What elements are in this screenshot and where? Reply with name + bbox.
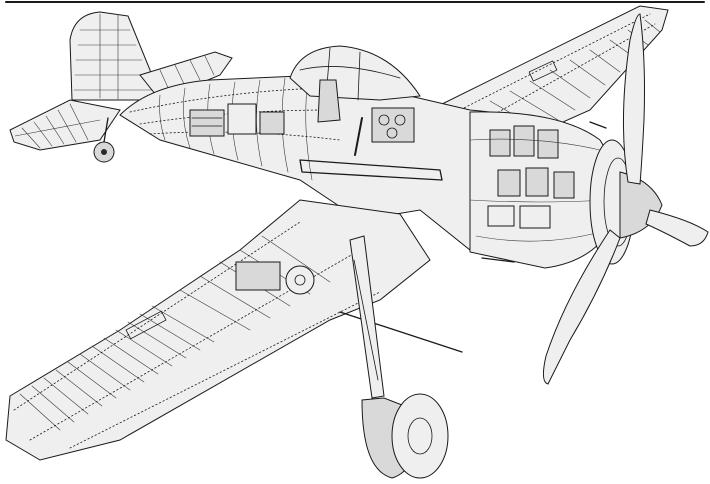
gear-oleo-line [353, 259, 379, 381]
control-stick [354, 117, 363, 156]
gauge-icon [394, 114, 406, 126]
propeller-blade-right [645, 209, 709, 247]
propeller [542, 13, 709, 385]
fin-ribs [73, 13, 153, 100]
left-stabilizer [9, 99, 121, 151]
propeller-blade-upper [622, 13, 645, 185]
canopy [289, 45, 421, 101]
exhaust-stub [589, 121, 607, 129]
pilot-seat [317, 79, 341, 123]
ammunition-drum [285, 265, 315, 295]
gauge-icon [378, 114, 390, 126]
gauge-icon [386, 127, 398, 139]
near-wing [5, 199, 463, 461]
tail-section [9, 11, 233, 163]
radio-compartment [189, 103, 285, 137]
tailwheel-hub [101, 149, 107, 155]
fuel-tank [299, 159, 443, 181]
left-stabilizer-ribs [14, 103, 101, 149]
wing-access-panel [125, 310, 167, 340]
intake-pipe [481, 257, 515, 263]
vertical-fin [69, 11, 156, 101]
gear-strut [349, 235, 385, 399]
main-wheel [391, 393, 449, 479]
ammunition-drum-hub [294, 274, 306, 286]
far-wing-panel [528, 60, 558, 82]
main-wheel-hub [407, 417, 433, 455]
tailwheel-strut [103, 117, 109, 143]
wing-cannon [339, 311, 463, 353]
cockpit [289, 45, 421, 156]
propeller-blade-lower [542, 229, 621, 385]
ammunition-box [235, 261, 281, 291]
right-stabilizer-ribs [159, 55, 215, 93]
near-wing-aileron-ribs [19, 305, 215, 431]
main-landing-gear [349, 235, 449, 479]
engine-cylinders [487, 125, 575, 229]
instrument-panel [371, 107, 415, 143]
